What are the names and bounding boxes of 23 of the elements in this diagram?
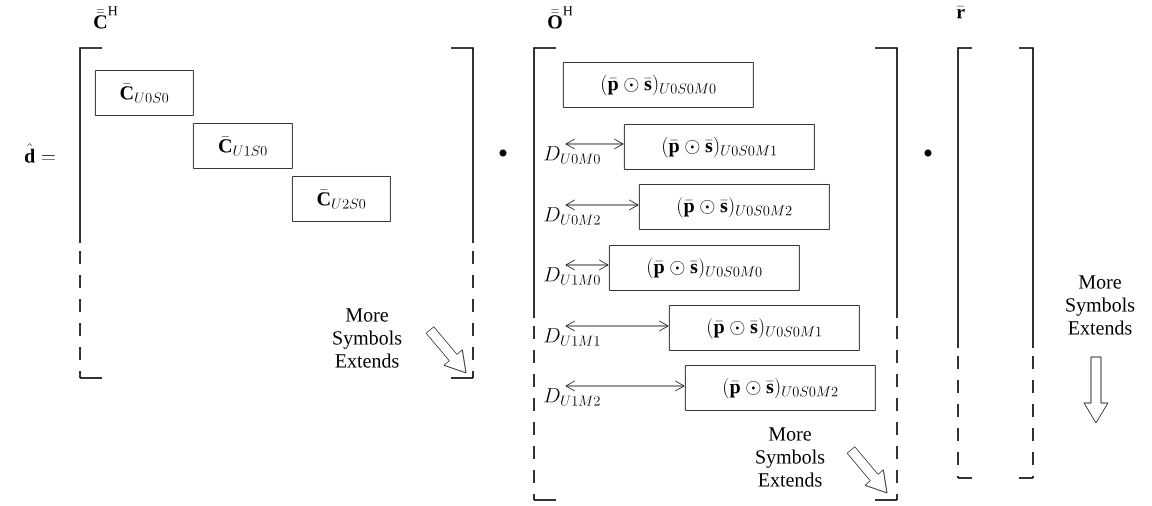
note-text: More Symbols Extends <box>333 308 402 368</box>
delay-symbol: $D_{U1M2}$ <box>544 388 600 406</box>
block-box: $\bar{\mathbf{C}}_{U0S0}$ <box>95 70 194 116</box>
block-box: $(\bar{\mathbf{p}}\odot\bar{\mathbf{s}})_{U0S0M0}$ <box>609 245 800 291</box>
double-arrow <box>565 380 685 392</box>
double-arrow <box>565 320 669 332</box>
delay-symbol: $D_{U1M0}$ <box>544 267 600 285</box>
double-arrow <box>565 259 609 271</box>
block-box: $\bar{\mathbf{C}}_{U2S0}$ <box>292 176 391 222</box>
block-box: $(\bar{\mathbf{p}}\odot\bar{\mathbf{s}})_{U0S0M2}$ <box>639 184 830 230</box>
delay-symbol: $D_{U1M1}$ <box>544 328 600 346</box>
double-arrow <box>565 199 639 211</box>
matrix-bracket: $\bar{\mathbf{r}}$ <box>956 5 1034 479</box>
block-box: $(\bar{\mathbf{p}}\odot\bar{\mathbf{s}})_{U0S0M1}$ <box>669 305 860 351</box>
double-arrow <box>565 138 624 150</box>
equation-lhs: $\hat{\mathbf{d}} =$ <box>24 143 55 163</box>
note-text: More Symbols Extends <box>1066 275 1135 335</box>
block-box: $(\bar{\mathbf{p}}\odot\bar{\mathbf{s}})_{U0S0M1}$ <box>624 124 815 170</box>
block-box: $(\bar{\mathbf{p}}\odot\bar{\mathbf{s}})_{U0S0M2}$ <box>685 365 876 411</box>
delay-symbol: $D_{U0M2}$ <box>544 207 600 225</box>
delay-symbol: $D_{U0M0}$ <box>544 146 600 164</box>
block-box: $(\bar{\mathbf{p}}\odot\bar{\mathbf{s}})_{U0S0M0}$ <box>563 62 754 108</box>
block-box: $\bar{\mathbf{C}}_{U1S0}$ <box>193 123 293 169</box>
